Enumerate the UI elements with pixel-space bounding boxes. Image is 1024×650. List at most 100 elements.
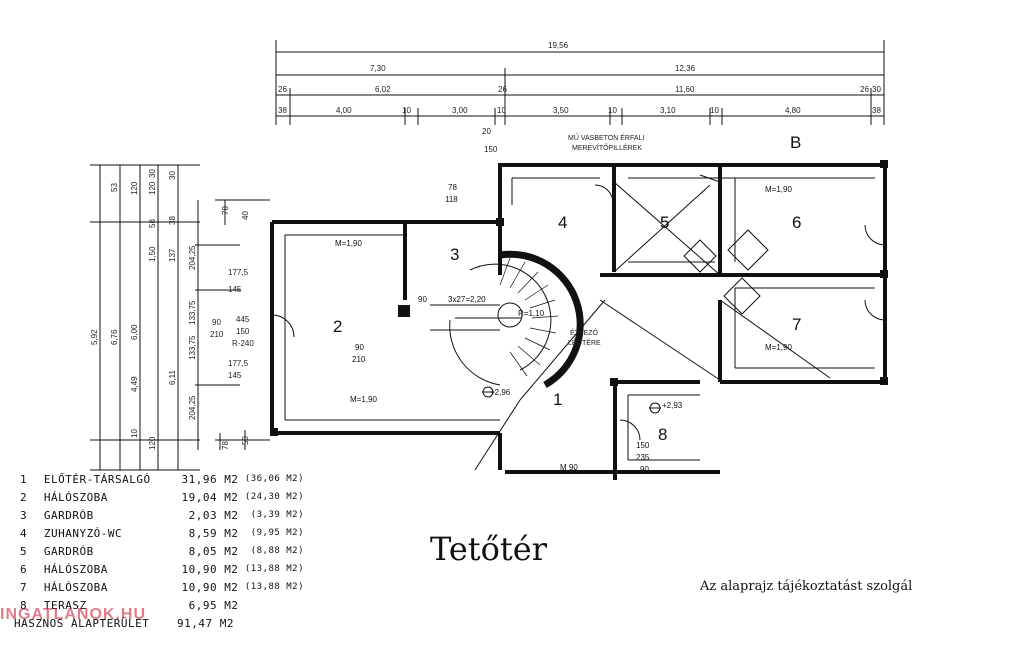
legend-name: TERASZ (43, 598, 87, 612)
dim-seg-b: 12,36 (675, 64, 696, 73)
room-label-5: 5 (660, 213, 669, 232)
legend-area: 8,59 M2 (188, 526, 239, 540)
dim-seg-a: 7,30 (370, 64, 386, 73)
legend-area: 6,95 M2 (188, 598, 239, 612)
dim-v445: 445 (236, 315, 250, 324)
dim-v10: 10 (130, 429, 139, 438)
legend-row: 6 HÁLÓSZOBA 10,90 M2 (13,88 M2) (14, 560, 304, 578)
dim-v1335a: 133,75 (188, 300, 197, 325)
dim-overall: 19,56 (548, 41, 569, 50)
legend-row: 5 GARDRÓB 8,05 M2 (8,88 M2) (14, 542, 304, 560)
room-label-1: 1 (553, 390, 562, 409)
label-stair-radius: R=1,10 (518, 309, 545, 318)
dim-edge-3: 30 (872, 85, 881, 94)
note-top-2: MEREVÍTŐPILLÉREK (572, 143, 642, 152)
dim-v20425b: 204,25 (188, 395, 197, 420)
dim-edge-4: 26 (860, 85, 869, 94)
room-label-4: 4 (558, 213, 567, 232)
dim-v1775b: 177,5 (228, 359, 249, 368)
note-mid-1: ÉTKEZŐ (570, 328, 599, 337)
dim-v30b: 30 (148, 169, 157, 178)
legend-name: HÁLÓSZOBA (43, 580, 108, 594)
label-d235: 235 (636, 453, 650, 462)
dim-d20: 20 (482, 127, 491, 136)
dim-v145b: 145 (228, 371, 242, 380)
dim-v611: 6,11 (168, 369, 177, 385)
room-label-6: 6 (792, 213, 801, 232)
dim-v150: 1,50 (148, 246, 157, 262)
disclaimer-caption: Az alaprajz tájékoztatást szolgál (700, 579, 913, 594)
label-d90c: 90 (640, 465, 649, 474)
label-m190-d: M=1,90 (765, 343, 792, 352)
dim-t6: 38 (872, 106, 881, 115)
dim-v145a: 145 (228, 285, 242, 294)
dim-v90: 90 (212, 318, 221, 327)
dim-s5: 4,80 (785, 106, 801, 115)
label-d90b: 90 (418, 295, 427, 304)
label-lvl-293: +2,93 (662, 401, 683, 410)
room-label-8: 8 (658, 425, 667, 444)
legend-gross: (9,95 M2) (250, 528, 304, 538)
label-m190-b: M=1,90 (350, 395, 377, 404)
legend-num: 2 (20, 490, 28, 504)
legend-name: ZUHANYZÓ-WC (43, 526, 123, 540)
dim-v20425a: 204,25 (188, 245, 197, 270)
legend-total-area: 91,47 M2 (177, 616, 234, 630)
dim-s4: 3,10 (660, 106, 676, 115)
dim-d150: 150 (484, 145, 498, 154)
legend-num: 1 (20, 472, 28, 486)
dim-vR240: R-240 (232, 339, 254, 348)
dim-v120a: 120 (130, 181, 139, 195)
dim-v120b: 120 (148, 181, 157, 195)
dim-v592: 5,92 (90, 329, 99, 345)
legend-name: HÁLÓSZOBA (43, 562, 108, 576)
dim-t5: 38 (278, 106, 287, 115)
legend-row: 8 TERASZ 6,95 M2 (14, 596, 304, 614)
label-d78: 78 (448, 183, 457, 192)
note-top-1: MŰ VASBETON ÉRFALI (568, 133, 644, 142)
page-title: Tetőtér (430, 530, 548, 568)
room-legend: 1 ELŐTÉR-TÁRSALGÓ 31,96 M2 (36,06 M2) 2 … (14, 470, 304, 632)
dim-s2: 3,00 (452, 106, 468, 115)
dim-v137: 137 (168, 248, 177, 262)
dim-t3: 10 (608, 106, 617, 115)
legend-gross: (13,88 M2) (244, 564, 304, 574)
dim-v600: 6,00 (130, 324, 139, 340)
dim-v38: 38 (168, 216, 177, 225)
label-m190-c: M=1,90 (765, 185, 792, 194)
room-label-7: 7 (792, 315, 801, 334)
legend-area: 2,03 M2 (188, 508, 239, 522)
legend-num: 7 (20, 580, 28, 594)
legend-num: 6 (20, 562, 28, 576)
room-label-2: 2 (333, 317, 342, 336)
legend-area: 31,96 M2 (181, 472, 239, 486)
dim-v40: 40 (241, 211, 250, 220)
label-d210a: 210 (352, 355, 366, 364)
legend-name: GARDRÓB (43, 508, 94, 522)
legend-name: HÁLÓSZOBA (43, 490, 108, 504)
legend-num: 8 (20, 598, 28, 612)
watermark-logo: INGATLANOK.HU (0, 606, 147, 623)
legend-area: 10,90 M2 (181, 580, 239, 594)
legend-total-name: HASZNOS ALAPTERÜLET (14, 616, 150, 630)
legend-row: 3 GARDRÓB 2,03 M2 (3,39 M2) (14, 506, 304, 524)
legend-row: 7 HÁLÓSZOBA 10,90 M2 (13,88 M2) (14, 578, 304, 596)
legend-row: 2 HÁLÓSZOBA 19,04 M2 (24,30 M2) (14, 488, 304, 506)
dim-v58: 58 (148, 219, 157, 228)
dim-t1: 10 (402, 106, 411, 115)
axis-label-b: B (790, 133, 801, 152)
note-mid-2: LÉGTÉRE (568, 338, 601, 347)
label-lvl-296: +2,96 (490, 388, 511, 397)
dim-v78b: 78 (221, 441, 230, 450)
dim-s1: 4,00 (336, 106, 352, 115)
dim-edge-1: 26 (278, 85, 287, 94)
dim-t4: 10 (710, 106, 719, 115)
room-label-3: 3 (450, 245, 459, 264)
label-d90a: 90 (355, 343, 364, 352)
dim-edge-2: 26 (498, 85, 507, 94)
legend-gross: (24,30 M2) (244, 492, 304, 502)
dim-t2: 10 (497, 106, 506, 115)
dim-v1775a: 177,5 (228, 268, 249, 277)
dim-v150b: 150 (236, 327, 250, 336)
